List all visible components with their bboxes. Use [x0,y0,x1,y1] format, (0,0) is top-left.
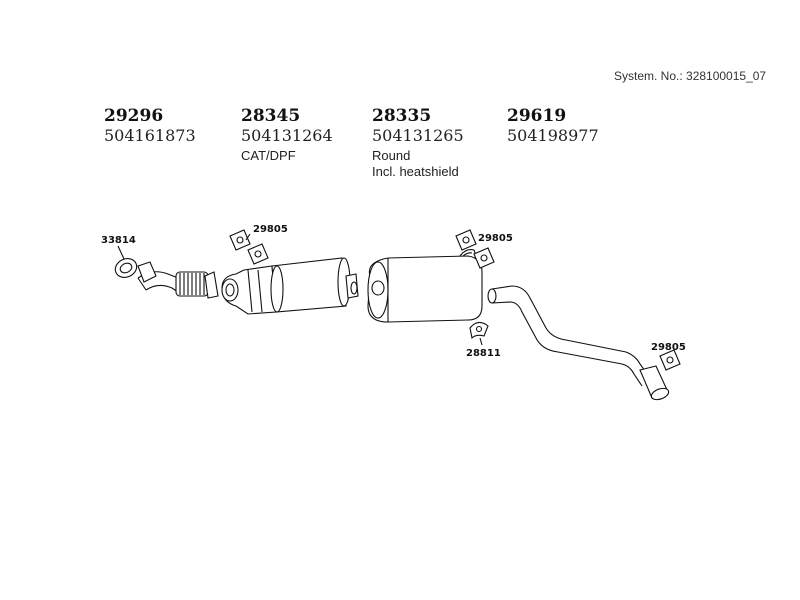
clamp-icon [469,321,489,346]
oem-number: 504131265 [372,126,464,145]
part-note-extra: Incl. heatshield [372,164,459,179]
callout-clamp: 28811 [466,348,501,359]
gasket-ring [114,245,138,278]
callout-mount-front: 29805 [253,224,288,235]
rubber-mount-icon [229,229,269,265]
oem-number: 504198977 [507,126,599,145]
part-note: Round [372,148,411,163]
front-pipe [137,261,219,299]
rubber-mount-icon [455,229,495,269]
part-number: 29619 [507,106,567,126]
oem-number: 504161873 [104,126,196,145]
part-number: 28345 [241,106,301,126]
part-block-2: 28345 504131264 CAT/DPF [241,106,333,164]
rear-silencer [367,249,483,323]
part-block-3: 28335 504131265 Round Incl. heatshield [372,106,464,180]
part-block-4: 29619 504198977 [507,106,599,146]
rubber-mount-icon [659,349,681,371]
part-number: 28335 [372,106,432,126]
callout-mount-mid: 29805 [478,233,513,244]
catalyst-dpf [221,257,359,315]
callout-gasket: 33814 [101,235,136,246]
part-note: CAT/DPF [241,148,296,163]
callout-mount-rear: 29805 [651,342,686,353]
oem-number: 504131264 [241,126,333,145]
system-number: System. No.: 328100015_07 [614,69,767,83]
tail-pipe [487,285,670,401]
part-block-1: 29296 504161873 [104,106,196,146]
part-number: 29296 [104,106,164,126]
